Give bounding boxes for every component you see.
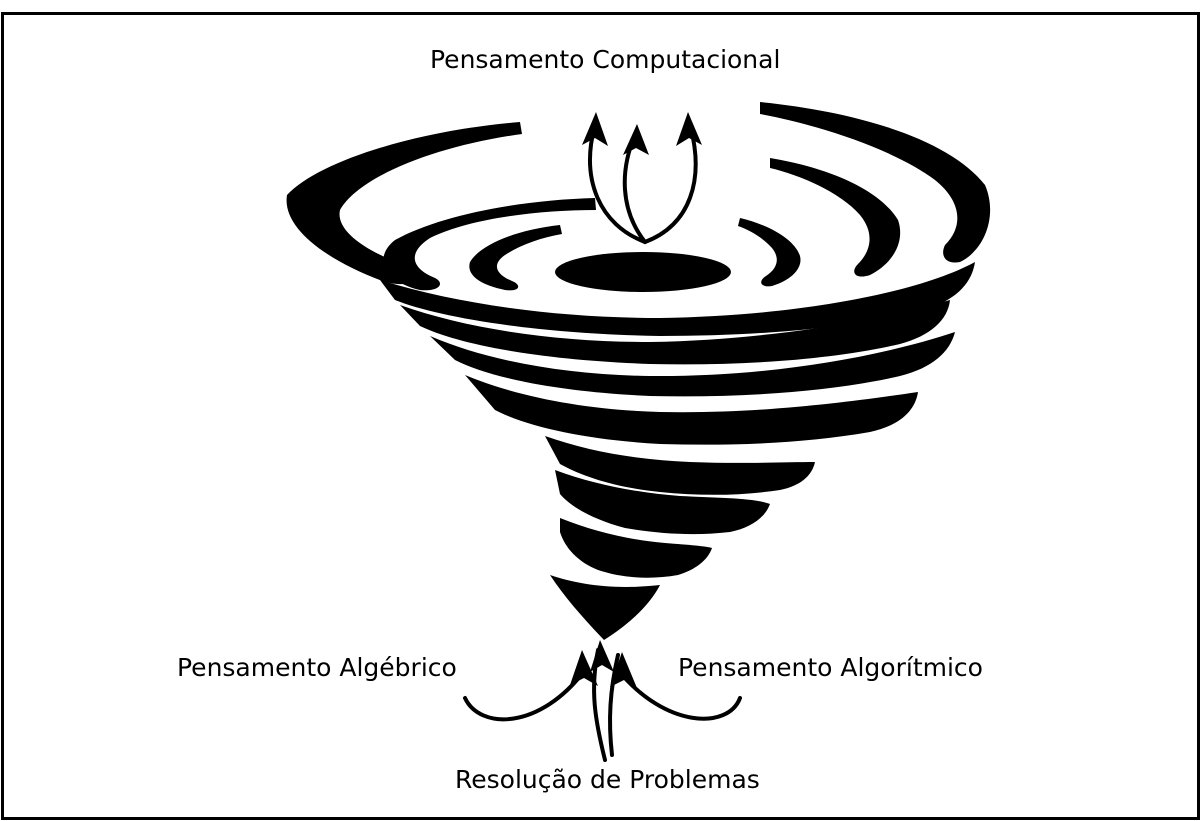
tornado-tip (550, 575, 660, 640)
roothead-left (570, 650, 598, 686)
swirl-second-right (770, 158, 901, 277)
root-center-2 (608, 653, 620, 757)
roothead-center (590, 640, 614, 672)
band-7 (560, 518, 712, 578)
arrow-top-right (643, 123, 698, 244)
arrowhead-top-middle (623, 124, 649, 155)
swirl-outer-left (286, 122, 522, 285)
arrowhead-top-right (676, 112, 702, 146)
band-4 (465, 375, 918, 445)
swirl-outer-right (760, 102, 991, 263)
root-left (463, 668, 587, 722)
band-2 (400, 300, 950, 365)
swirl-inner-left (469, 225, 562, 291)
band-1 (380, 262, 975, 336)
tornado-eye (555, 252, 731, 292)
band-3 (430, 332, 955, 397)
label-computational-thinking: Pensamento Computacional (430, 45, 781, 74)
label-algorithmic-thinking: Pensamento Algorítmico (678, 653, 983, 682)
label-problem-solving: Resolução de Problemas (455, 765, 760, 794)
root-right (616, 668, 742, 721)
arrowhead-top-left (582, 112, 608, 146)
swirl-inner-right (738, 218, 801, 287)
label-algebraic-thinking: Pensamento Algébrico (177, 653, 457, 682)
swirl-second-left (383, 198, 596, 291)
band-6 (555, 470, 770, 535)
roothead-right (610, 652, 637, 688)
arrow-top-left (588, 123, 647, 244)
band-5 (545, 436, 815, 495)
